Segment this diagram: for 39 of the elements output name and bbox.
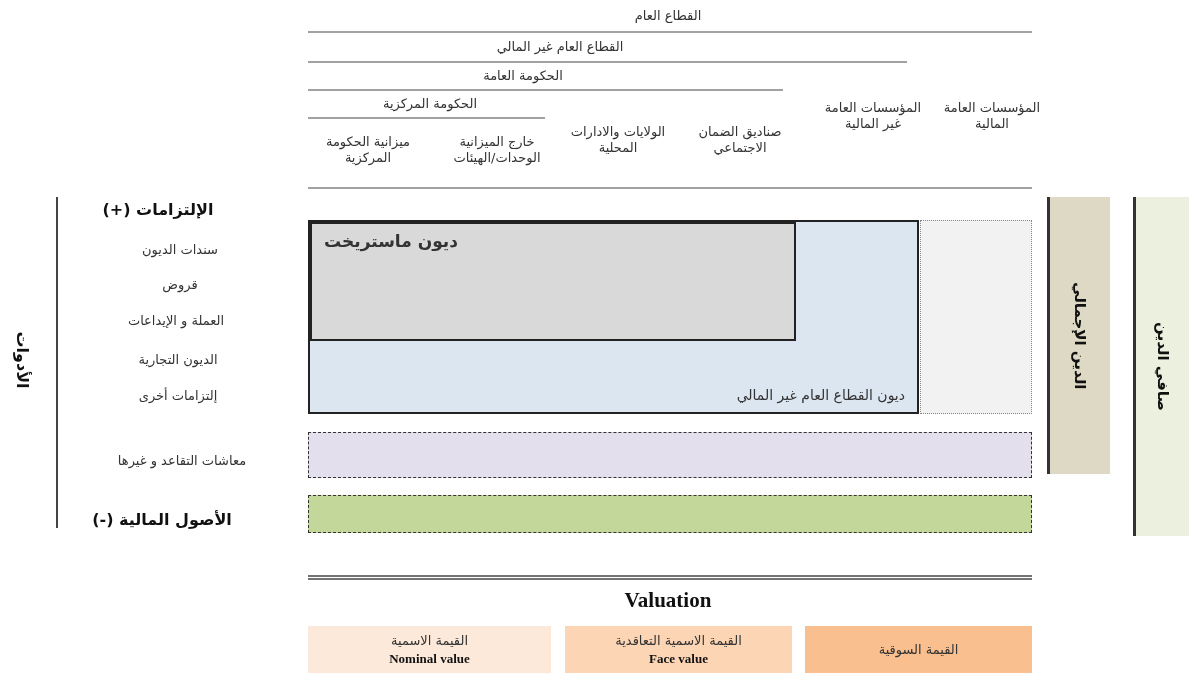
debt-box bbox=[308, 220, 919, 414]
column-heading: المؤسسات العامة غير المالية bbox=[823, 100, 923, 132]
node-label: ديون القطاع العام غير المالي bbox=[736, 386, 905, 404]
node-sublabel: Nominal value bbox=[389, 649, 470, 668]
group-heading: الحكومة العامة bbox=[482, 68, 564, 84]
row-label: الديون التجارية bbox=[137, 352, 219, 368]
node-label: القيمة السوقية bbox=[878, 640, 959, 659]
group-heading: القطاع العام غير المالي bbox=[495, 39, 625, 55]
node-label: القيمة الاسمية bbox=[391, 631, 468, 650]
node-sublabel: Face value bbox=[649, 649, 708, 668]
axis-heading: الأدوات bbox=[14, 331, 30, 389]
row-label: معاشات التقاعد و غيرها bbox=[116, 453, 248, 469]
debt-box bbox=[310, 222, 796, 341]
row-label: إلتزامات أخرى bbox=[137, 388, 219, 404]
dashed-box bbox=[308, 495, 1032, 533]
node-label: القيمة الاسمية التعاقدية bbox=[615, 631, 742, 650]
column-heading: صناديق الضمان الاجتماعي bbox=[697, 124, 783, 156]
row-label: قروض bbox=[161, 277, 199, 293]
row-label: العملة و الإيداعات bbox=[126, 313, 226, 329]
value-box bbox=[308, 626, 551, 673]
column-heading: خارج الميزانية الوحدات/الهيئات bbox=[452, 134, 542, 166]
node-label: صافي الدين bbox=[1153, 322, 1172, 411]
group-heading: الحكومة المركزية bbox=[381, 96, 479, 112]
dashed-box bbox=[308, 432, 1032, 478]
vertical-band bbox=[1047, 197, 1110, 474]
node-label: الدين الإجمالي bbox=[1071, 281, 1089, 390]
section-heading: Valuation bbox=[623, 588, 713, 612]
row-label: سندات الديون bbox=[141, 242, 219, 258]
group-heading: القطاع العام bbox=[633, 8, 703, 24]
column-heading: ميزانية الحكومة المركزية bbox=[324, 134, 412, 166]
value-box bbox=[805, 626, 1032, 673]
column-heading: المؤسسات العامة المالية bbox=[942, 100, 1042, 132]
section-heading: الإلتزامات (+) bbox=[101, 202, 215, 218]
vertical-band bbox=[1133, 197, 1189, 536]
value-box bbox=[565, 626, 792, 673]
section-heading: الأصول المالية (-) bbox=[91, 512, 233, 528]
column-heading: الولايات والادارات المحلية bbox=[569, 124, 667, 156]
dotted-box bbox=[920, 220, 1032, 414]
node-label: ديون ماستريخت bbox=[324, 232, 458, 250]
